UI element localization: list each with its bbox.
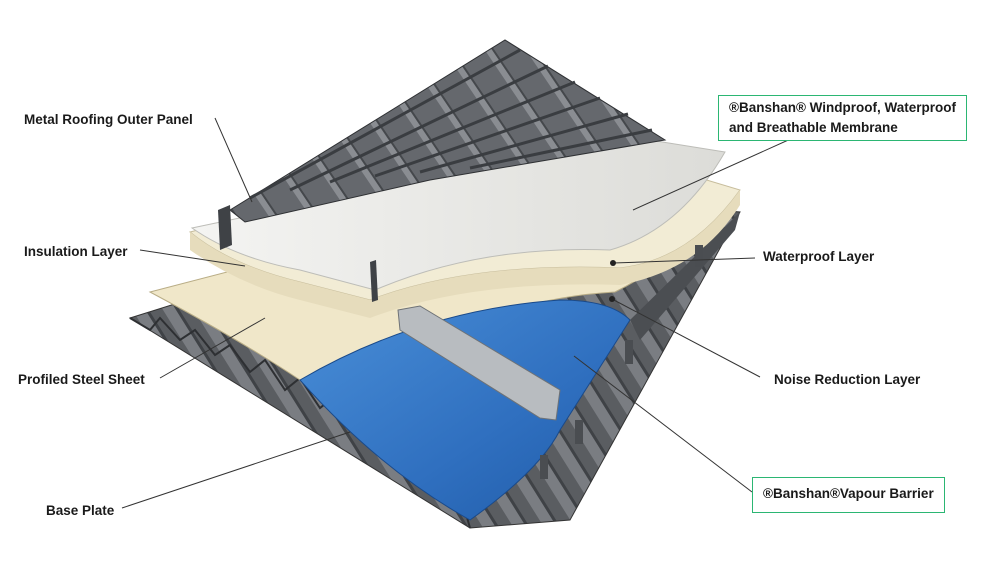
label-metal-roofing-outer-panel: Metal Roofing Outer Panel [24, 112, 193, 127]
steel-channel-bar [397, 305, 561, 421]
leader-dots [609, 260, 616, 302]
support-legs [540, 245, 703, 479]
leader-noise [611, 298, 761, 378]
insulation-front-face [190, 190, 740, 318]
metal-roofing-panel [229, 39, 667, 223]
leader-base-plate [121, 431, 351, 509]
waterproof-membrane-layer [190, 139, 726, 291]
membrane-label-line2: and Breathable Membrane [729, 120, 898, 135]
label-base-plate: Base Plate [46, 503, 115, 518]
leader-waterproof [612, 257, 756, 264]
leader-metal-panel [214, 117, 253, 203]
leader-membrane [632, 136, 796, 211]
purlin-middle [370, 260, 378, 302]
purlin-left [218, 205, 232, 250]
label-insulation-layer: Insulation Layer [24, 244, 128, 259]
membrane-label-line1: ®Banshan® Windproof, Waterproof [729, 100, 957, 115]
leader-lines [121, 117, 796, 509]
leader-vapour [573, 355, 753, 493]
callout-vapour-barrier: ®Banshan®Vapour Barrier [752, 477, 945, 513]
leader-insulation [139, 249, 246, 267]
leader-profiled-steel [159, 317, 266, 379]
label-profiled-steel-sheet: Profiled Steel Sheet [18, 372, 145, 387]
label-noise-reduction-layer: Noise Reduction Layer [774, 372, 921, 387]
vapour-barrier-label: ®Banshan®Vapour Barrier [763, 486, 934, 501]
label-waterproof-layer: Waterproof Layer [763, 249, 875, 264]
standing-seams [249, 48, 653, 200]
profiled-steel-right-edge [630, 212, 740, 340]
callout-membrane: ®Banshan® Windproof, Waterproof and Brea… [718, 95, 968, 141]
